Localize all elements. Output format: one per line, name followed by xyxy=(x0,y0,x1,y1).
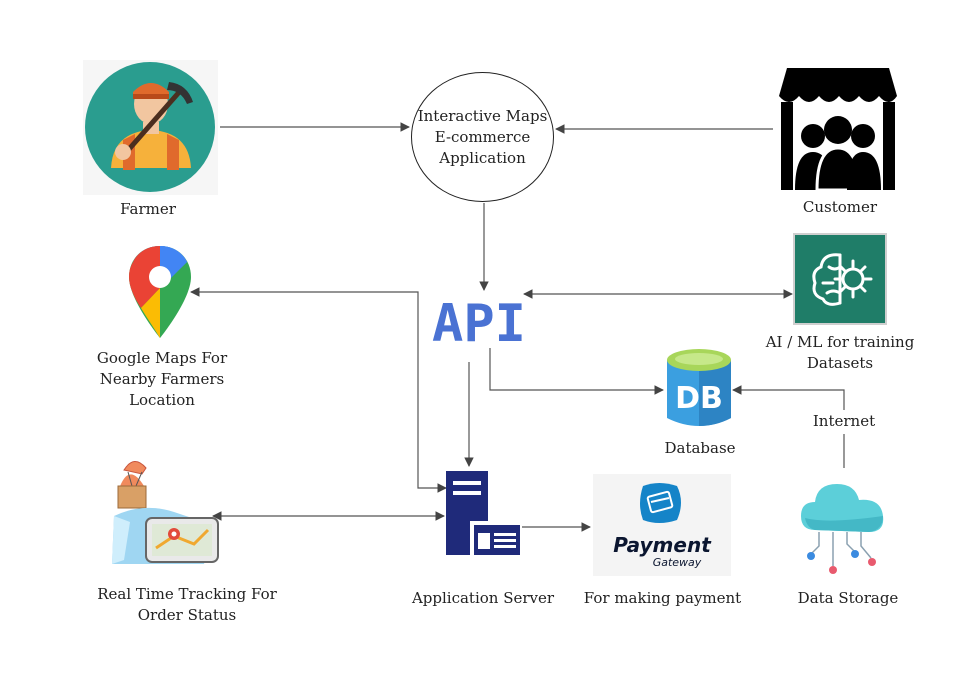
payment-brand: Payment xyxy=(613,533,712,557)
payment-sub: Gateway xyxy=(653,556,702,569)
api-icon: API xyxy=(432,296,526,346)
ai-label-line-1: AI / ML for training xyxy=(765,333,915,351)
farmer-icon xyxy=(83,60,218,195)
ai-label: AI / ML for training Datasets xyxy=(760,332,920,374)
tracking-label-line-2: Order Status xyxy=(137,606,237,624)
database-icon: DB xyxy=(667,349,731,426)
tracking-label-line-1: Real Time Tracking For xyxy=(97,585,277,603)
db-icon-text: DB xyxy=(675,381,723,416)
edge-api-db xyxy=(489,348,664,395)
google-maps-pin-icon xyxy=(129,246,191,338)
payment-label: For making payment xyxy=(583,589,742,607)
server-label: Application Server xyxy=(411,589,555,607)
customer-label: Customer xyxy=(802,198,878,216)
edge-api-maps-server xyxy=(190,287,447,493)
app-line-1: Interactive Maps xyxy=(417,106,548,125)
app-node: Interactive Maps E-commerce Application xyxy=(411,72,554,202)
database-label: Database xyxy=(664,439,736,457)
tracking-label: Real Time Tracking For Order Status xyxy=(92,584,282,626)
maps-label-line-2: Nearby Farmers xyxy=(99,370,225,388)
ai-label-line-2: Datasets xyxy=(806,354,874,372)
application-server-icon xyxy=(446,471,522,557)
app-line-3: Application xyxy=(439,148,526,167)
cloud-storage-icon xyxy=(801,484,884,574)
customer-icon xyxy=(779,68,897,192)
edge-storage-db xyxy=(732,385,845,468)
storage-label: Data Storage xyxy=(797,589,899,607)
maps-label-line-3: Location xyxy=(129,391,195,409)
maps-label: Google Maps For Nearby Farmers Location xyxy=(87,348,237,411)
farmer-label: Farmer xyxy=(120,200,176,218)
maps-label-line-1: Google Maps For xyxy=(96,349,228,367)
payment-gateway-logo: Payment Gateway xyxy=(593,474,731,576)
app-line-2: E-commerce xyxy=(434,127,531,146)
internet-label: Internet xyxy=(812,412,876,430)
tracking-map-icon xyxy=(112,461,219,564)
ai-brain-gear-icon xyxy=(793,233,887,325)
api-label: API xyxy=(432,296,526,346)
